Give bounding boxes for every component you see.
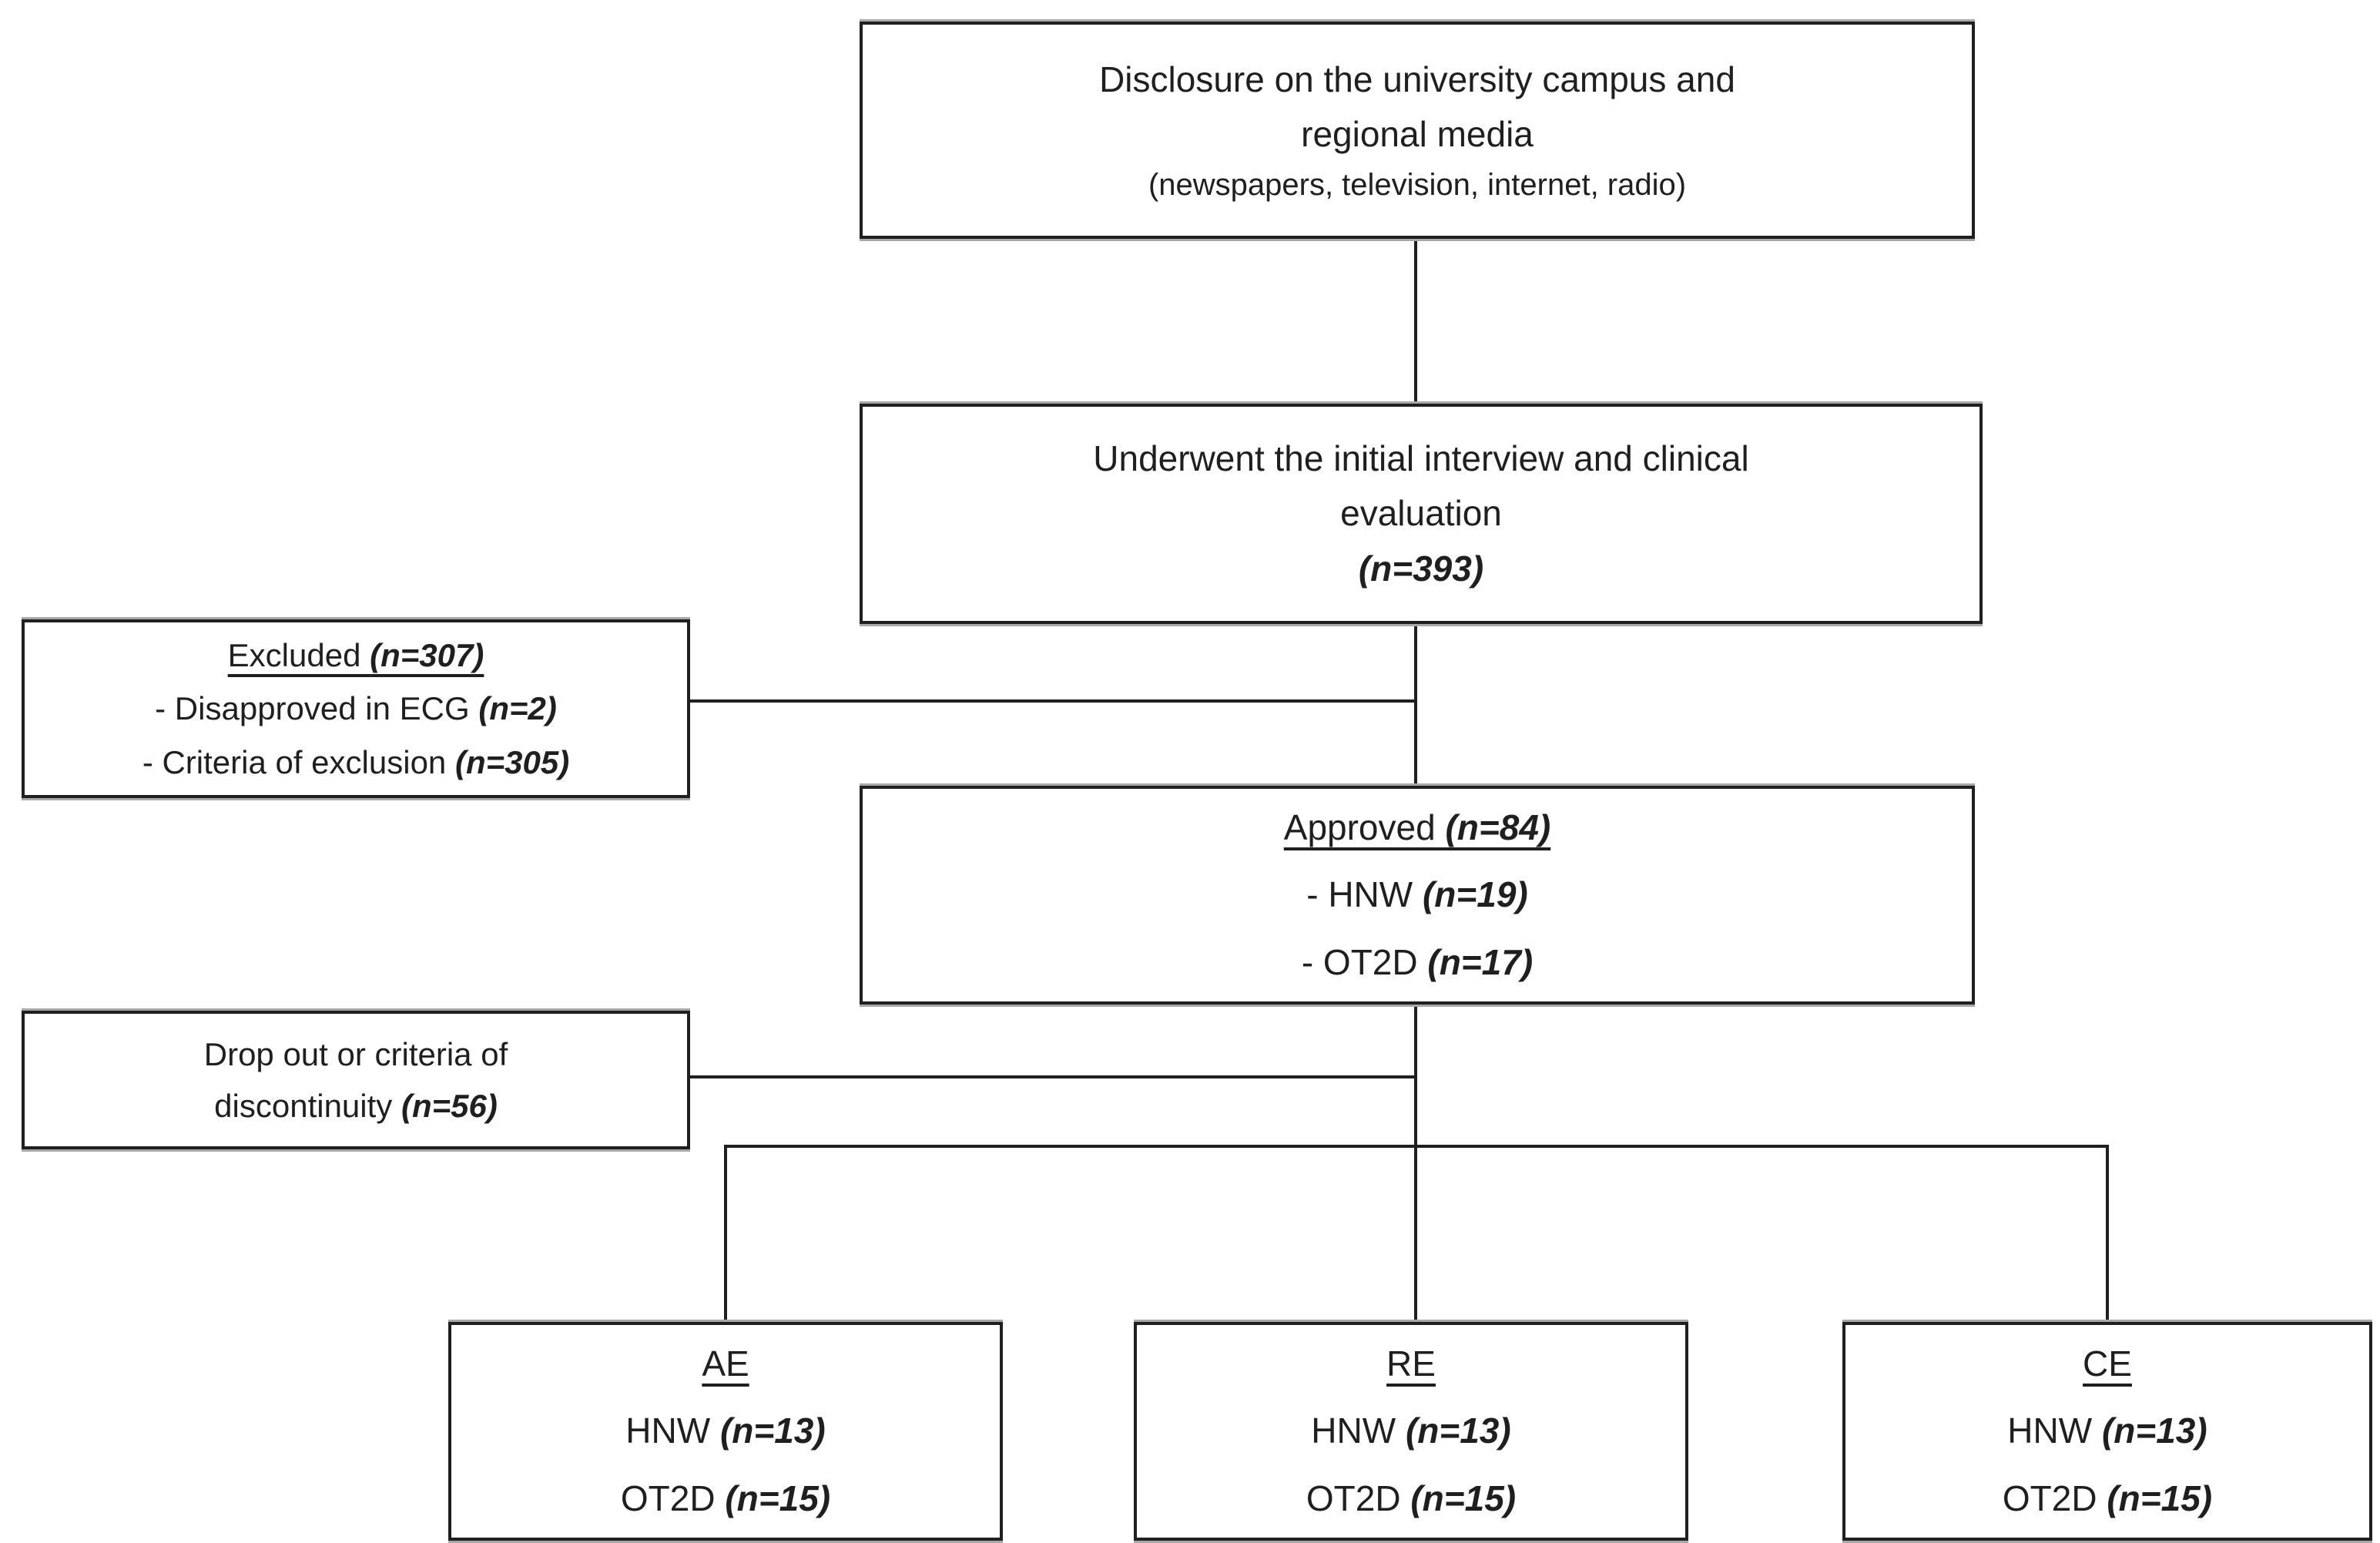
group-ae-heading: AE: [702, 1343, 749, 1384]
approved-heading: Approved (n=84): [1284, 794, 1550, 861]
group-ce-ot2d-label: OT2D: [2002, 1478, 2107, 1518]
group-ce-hnw-label: HNW: [2007, 1411, 2102, 1451]
box-interview: Underwent the initial interview and clin…: [860, 404, 1983, 624]
approved-item-hnw-n: (n=19): [1422, 874, 1528, 915]
box-group-ce: CE HNW (n=13) OT2D (n=15): [1842, 1322, 2372, 1541]
approved-item-ot2d: - OT2D (n=17): [1302, 929, 1533, 996]
connector-drop-to-ae: [724, 1145, 727, 1323]
disclosure-title-line1: Disclosure on the university campus and: [1099, 59, 1735, 99]
group-re-heading: RE: [1386, 1343, 1436, 1384]
group-ce-ot2d-n: (n=15): [2107, 1478, 2213, 1518]
box-group-ae: AE HNW (n=13) OT2D (n=15): [448, 1322, 1003, 1541]
group-ce-hnw-n: (n=13): [2101, 1411, 2207, 1451]
excluded-heading-label: Excluded: [227, 637, 370, 674]
group-re-hnw-n: (n=13): [1405, 1411, 1511, 1451]
connector-approved-to-groups: [1414, 1003, 1417, 1323]
group-ce-ot2d: OT2D (n=15): [2003, 1465, 2212, 1532]
approved-item-hnw: - HNW (n=19): [1306, 861, 1528, 928]
box-dropout: Drop out or criteria of discontinuity (n…: [22, 1011, 690, 1149]
group-ae-ot2d-label: OT2D: [620, 1478, 726, 1518]
approved-item-ot2d-label: - OT2D: [1301, 941, 1428, 982]
interview-n-count: (n=393): [1359, 542, 1483, 596]
disclosure-title-line2: regional media: [1301, 114, 1534, 154]
box-approved: Approved (n=84) - HNW (n=19) - OT2D (n=1…: [860, 786, 1975, 1005]
excluded-item-ecg: - Disapproved in ECG (n=2): [155, 682, 557, 735]
group-ce-hnw: HNW (n=13): [2007, 1397, 2207, 1464]
approved-heading-label: Approved: [1283, 807, 1446, 847]
box-disclosure: Disclosure on the university campus and …: [860, 22, 1975, 239]
dropout-line2: discontinuity (n=56): [214, 1080, 498, 1132]
connector-dropout-branch: [689, 1075, 1417, 1078]
group-re-hnw: HNW (n=13): [1311, 1397, 1510, 1464]
group-ae-ot2d-n: (n=15): [725, 1478, 831, 1518]
excluded-heading: Excluded (n=307): [228, 629, 484, 682]
dropout-line1: Drop out or criteria of: [203, 1035, 508, 1072]
connector-excluded-branch: [689, 699, 1417, 703]
excluded-heading-n: (n=307): [370, 637, 484, 674]
interview-n-value: (n=393): [1358, 548, 1484, 589]
box-group-re: RE HNW (n=13) OT2D (n=15): [1134, 1322, 1688, 1541]
group-re-hnw-label: HNW: [1311, 1411, 1406, 1451]
group-ae-hnw-label: HNW: [625, 1411, 720, 1451]
approved-item-hnw-label: - HNW: [1306, 874, 1423, 915]
excluded-item-criteria-n: (n=305): [454, 743, 570, 780]
group-re-ot2d-n: (n=15): [1410, 1478, 1517, 1518]
disclosure-subtitle: (newspapers, television, internet, radio…: [1148, 168, 1687, 203]
connector-groups-horizontal: [724, 1145, 2109, 1148]
interview-title-line1: Underwent the initial interview and clin…: [1093, 438, 1749, 479]
dropout-line2-label: discontinuity: [214, 1088, 401, 1124]
group-re-ot2d-label: OT2D: [1306, 1478, 1411, 1518]
excluded-item-criteria: - Criteria of exclusion (n=305): [142, 736, 569, 789]
approved-item-ot2d-n: (n=17): [1427, 941, 1534, 982]
connector-interview-to-approved: [1414, 622, 1417, 787]
excluded-item-ecg-n: (n=2): [478, 690, 557, 727]
excluded-item-ecg-label: - Disapproved in ECG: [155, 690, 479, 727]
group-ae-ot2d: OT2D (n=15): [621, 1465, 830, 1532]
dropout-n: (n=56): [401, 1088, 498, 1124]
group-ce-heading: CE: [2083, 1343, 2132, 1384]
group-ae-hnw: HNW (n=13): [625, 1397, 825, 1464]
group-re-ot2d: OT2D (n=15): [1306, 1465, 1516, 1532]
interview-title-line2: evaluation: [1340, 493, 1502, 534]
group-ae-hnw-n: (n=13): [719, 1411, 826, 1451]
connector-disclosure-to-interview: [1414, 237, 1417, 405]
box-excluded: Excluded (n=307) - Disapproved in ECG (n…: [22, 619, 690, 798]
approved-heading-n: (n=84): [1445, 807, 1551, 847]
excluded-item-criteria-label: - Criteria of exclusion: [142, 743, 455, 780]
connector-drop-to-ce: [2106, 1145, 2109, 1323]
